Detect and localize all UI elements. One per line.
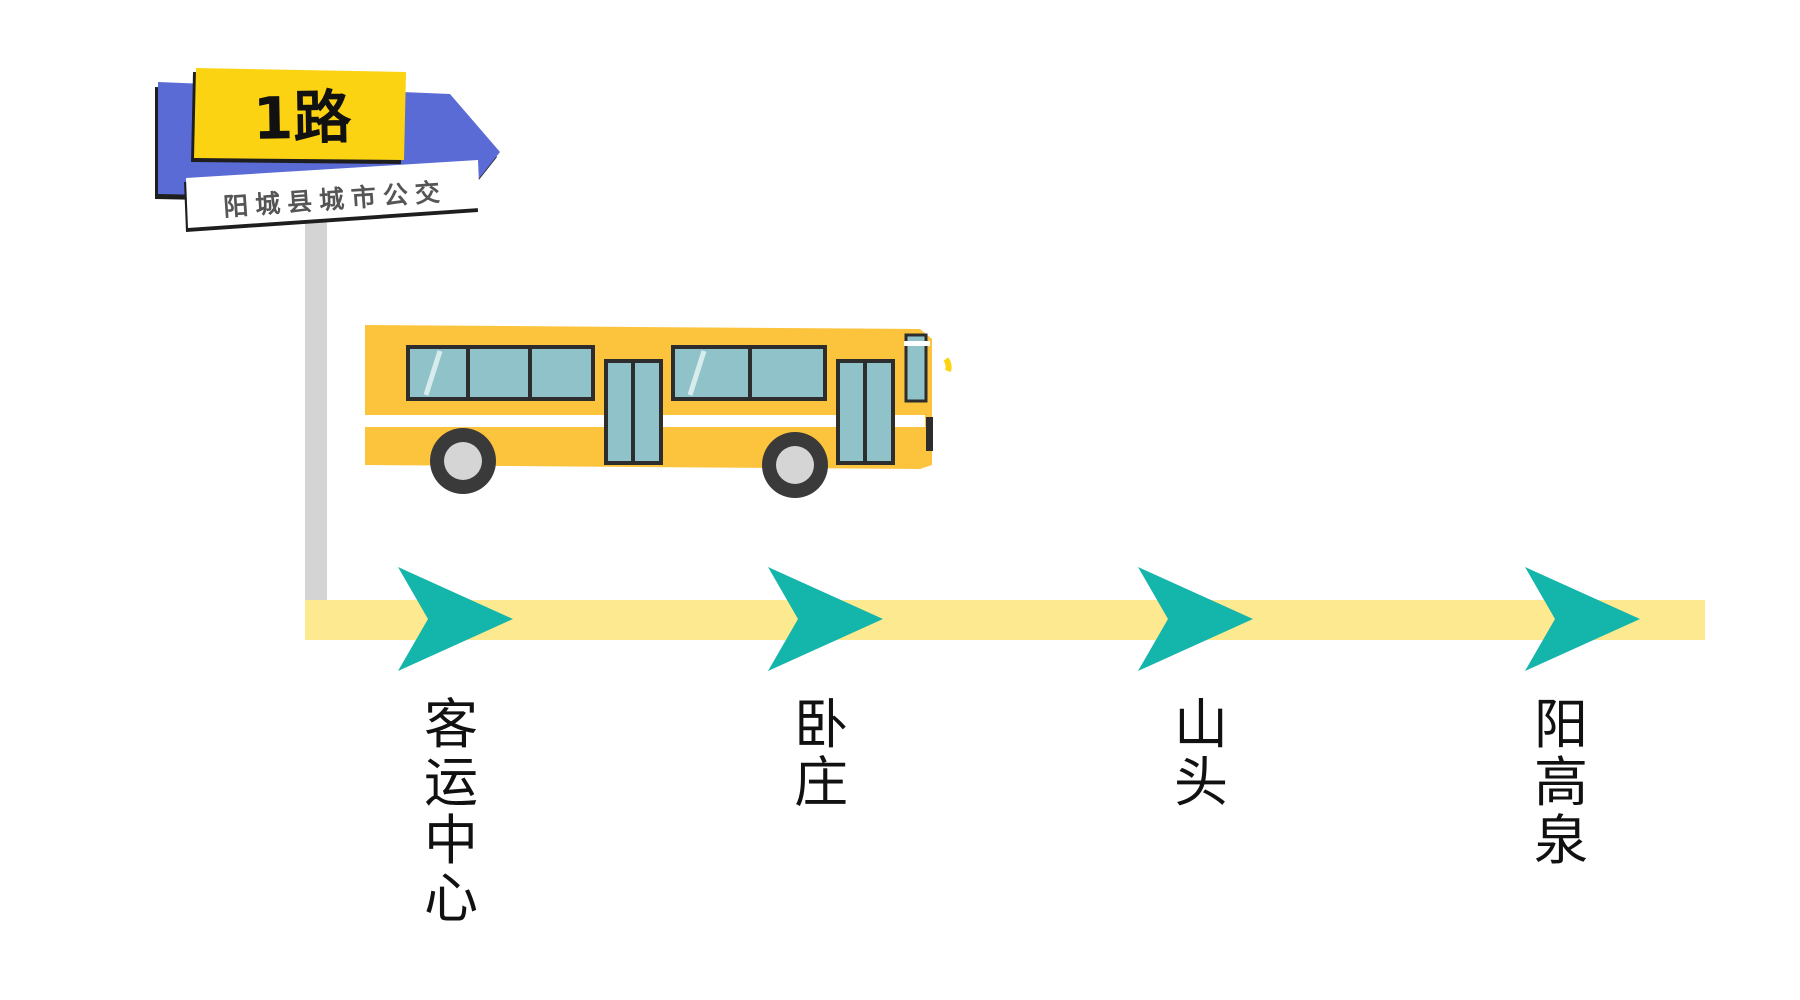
route-sign: 1路 阳城县城市公交 (150, 60, 510, 240)
route-number: 1路 (252, 83, 352, 153)
stop-name-2: 卧庄 (794, 693, 848, 814)
direction-arrow-icon (398, 567, 513, 671)
direction-arrow-icon (1525, 567, 1640, 671)
stop-name-1: 客运中心 (424, 693, 478, 930)
stop-name-4: 阳高泉 (1534, 693, 1588, 872)
sign-pole (305, 220, 327, 605)
signpost-icon (155, 68, 500, 232)
direction-arrow-icon (1138, 567, 1253, 671)
bus-icon (365, 325, 952, 498)
stop-name-3: 山头 (1174, 693, 1228, 814)
route-line (305, 600, 1705, 640)
direction-arrow-icon (768, 567, 883, 671)
